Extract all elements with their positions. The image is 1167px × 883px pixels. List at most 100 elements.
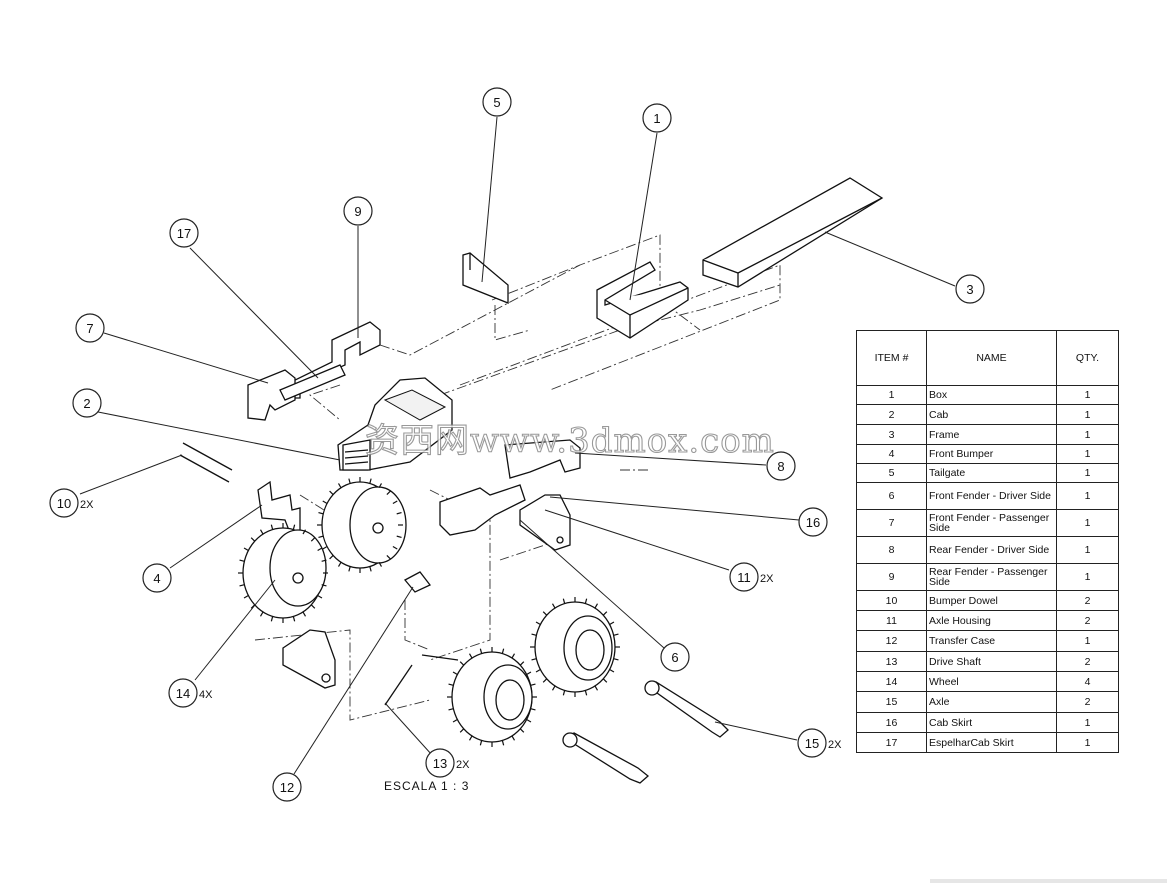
bom-cell-name: Drive Shaft	[926, 651, 1057, 672]
balloon-14: 14 4X	[168, 678, 213, 708]
bom-cell-qty: 1	[1056, 732, 1119, 753]
balloon-label: 13	[433, 756, 447, 771]
bom-cell-name: EspelharCab Skirt	[926, 732, 1057, 753]
bom-cell-item: 9	[856, 563, 927, 591]
balloon-3: 3	[955, 274, 985, 304]
balloon-label: 6	[671, 650, 678, 665]
balloon-8: 8	[766, 451, 796, 481]
balloon-label: 7	[86, 321, 93, 336]
bom-cell-name: Wheel	[926, 671, 1057, 692]
bom-cell-name: Rear Fender - Driver Side	[926, 536, 1057, 564]
balloon-5: 5	[482, 87, 512, 117]
balloon-qty: 2X	[80, 499, 94, 511]
tailgate-part	[462, 252, 509, 304]
cab-part	[337, 377, 453, 471]
balloon-label: 5	[493, 95, 500, 110]
rear-fender-driver-part	[504, 439, 581, 479]
bom-cell-qty: 4	[1056, 671, 1119, 692]
watermark-text: 资西网www.3dmox.com	[365, 421, 775, 461]
transfer-case-part	[403, 571, 432, 593]
bom-cell-item: 2	[856, 404, 927, 425]
bom-cell-qty: 2	[1056, 691, 1119, 713]
bom-cell-qty: 1	[1056, 536, 1119, 564]
bom-cell-item: 14	[856, 671, 927, 692]
explode-lines	[254, 234, 781, 721]
bom-cell-qty: 1	[1056, 463, 1119, 483]
bom-cell-name: Front Bumper	[926, 444, 1057, 464]
bom-cell-qty: 2	[1056, 610, 1119, 631]
bom-cell-name: Tailgate	[926, 463, 1057, 483]
horizontal-scrollbar[interactable]	[930, 879, 1167, 883]
bom-cell-qty: 1	[1056, 509, 1119, 537]
front-bumper-part	[257, 480, 301, 534]
axle-housing-part	[519, 494, 571, 551]
bom-cell-item: 15	[856, 691, 927, 713]
balloon-7: 7	[75, 313, 105, 343]
bom-cell-qty: 1	[1056, 424, 1119, 445]
bom-cell-item: 10	[856, 590, 927, 611]
balloon-6: 6	[660, 642, 690, 672]
wheel-teeth	[447, 647, 537, 747]
balloon-label: 8	[777, 459, 784, 474]
wheel-teeth	[530, 597, 620, 697]
bom-cell-qty: 1	[1056, 385, 1119, 405]
leader-lines	[79, 116, 956, 775]
bom-cell-qty: 1	[1056, 404, 1119, 425]
bom-cell-qty: 1	[1056, 712, 1119, 733]
balloon-label: 1	[653, 111, 660, 126]
bom-cell-item: 13	[856, 651, 927, 672]
balloon-label: 11	[737, 570, 751, 585]
bom-header-qty: QTY.	[1056, 330, 1119, 386]
frame-part	[702, 177, 884, 288]
bom-cell-name: Bumper Dowel	[926, 590, 1057, 611]
balloon-label: 16	[806, 515, 820, 530]
bom-cell-name: Transfer Case	[926, 630, 1057, 652]
balloon-qty: 4X	[199, 689, 213, 701]
bom-cell-name: Cab	[926, 404, 1057, 425]
bom-cell-item: 5	[856, 463, 927, 483]
bom-cell-name: Frame	[926, 424, 1057, 445]
bom-cell-name: Front Fender - Passenger Side	[926, 509, 1057, 537]
bom-cell-item: 8	[856, 536, 927, 564]
balloon-4: 4	[142, 563, 172, 593]
wheel-part	[321, 481, 407, 569]
balloon-2: 2	[72, 388, 102, 418]
bom-cell-item: 7	[856, 509, 927, 537]
axle-part	[562, 732, 650, 784]
bom-cell-name: Cab Skirt	[926, 712, 1057, 733]
balloon-label: 17	[177, 226, 191, 241]
balloon-qty: 2X	[760, 573, 774, 585]
bom-header-name: NAME	[926, 330, 1057, 386]
balloon-label: 3	[966, 282, 973, 297]
balloon-9: 9	[343, 196, 373, 226]
bom-cell-qty: 1	[1056, 482, 1119, 510]
balloon-label: 12	[280, 780, 294, 795]
wheel-part	[451, 651, 533, 743]
bom-cell-item: 3	[856, 424, 927, 445]
bom-header-row: ITEM # NAME QTY.	[856, 330, 1119, 386]
box-part	[596, 261, 689, 339]
balloon-label: 9	[354, 204, 361, 219]
balloon-qty: 2X	[828, 739, 842, 751]
balloon-label: 14	[176, 686, 190, 701]
axle-housing-lower-part	[282, 629, 336, 689]
bom-header-item: ITEM #	[856, 330, 927, 386]
balloon-label: 4	[153, 571, 160, 586]
bom-cell-qty: 1	[1056, 444, 1119, 464]
